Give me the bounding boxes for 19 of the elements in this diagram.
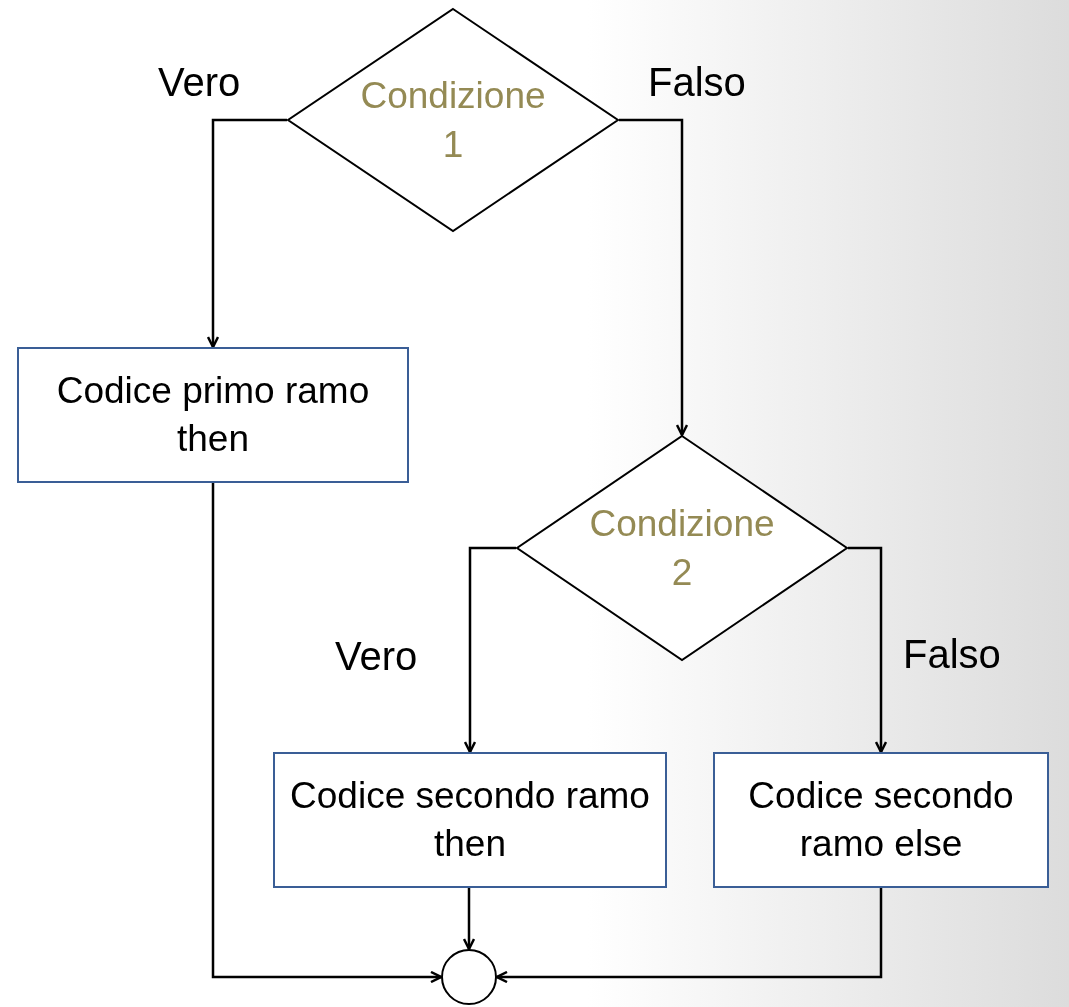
arrow xyxy=(848,546,888,754)
condition-text: Condizione 1 xyxy=(359,73,547,167)
process-box: Codice primo ramo then xyxy=(17,347,409,483)
connector-circle xyxy=(441,949,497,1005)
arrow xyxy=(462,888,476,951)
arrow xyxy=(495,888,883,984)
condition-text: Condizione 2 xyxy=(588,501,776,595)
process-box: Codice secondo ramo then xyxy=(273,752,667,888)
decision-diamond xyxy=(287,8,619,232)
arrow xyxy=(463,546,516,754)
edge-label: Vero xyxy=(335,634,418,679)
arrow xyxy=(206,118,287,349)
arrow xyxy=(211,483,443,984)
process-box: Codice secondo ramo else xyxy=(713,752,1049,888)
edge-label: Vero xyxy=(158,60,241,105)
edge-label: Falso xyxy=(903,632,1001,677)
arrow xyxy=(619,118,689,437)
edge-label: Falso xyxy=(648,60,746,105)
decision-diamond xyxy=(516,435,848,661)
